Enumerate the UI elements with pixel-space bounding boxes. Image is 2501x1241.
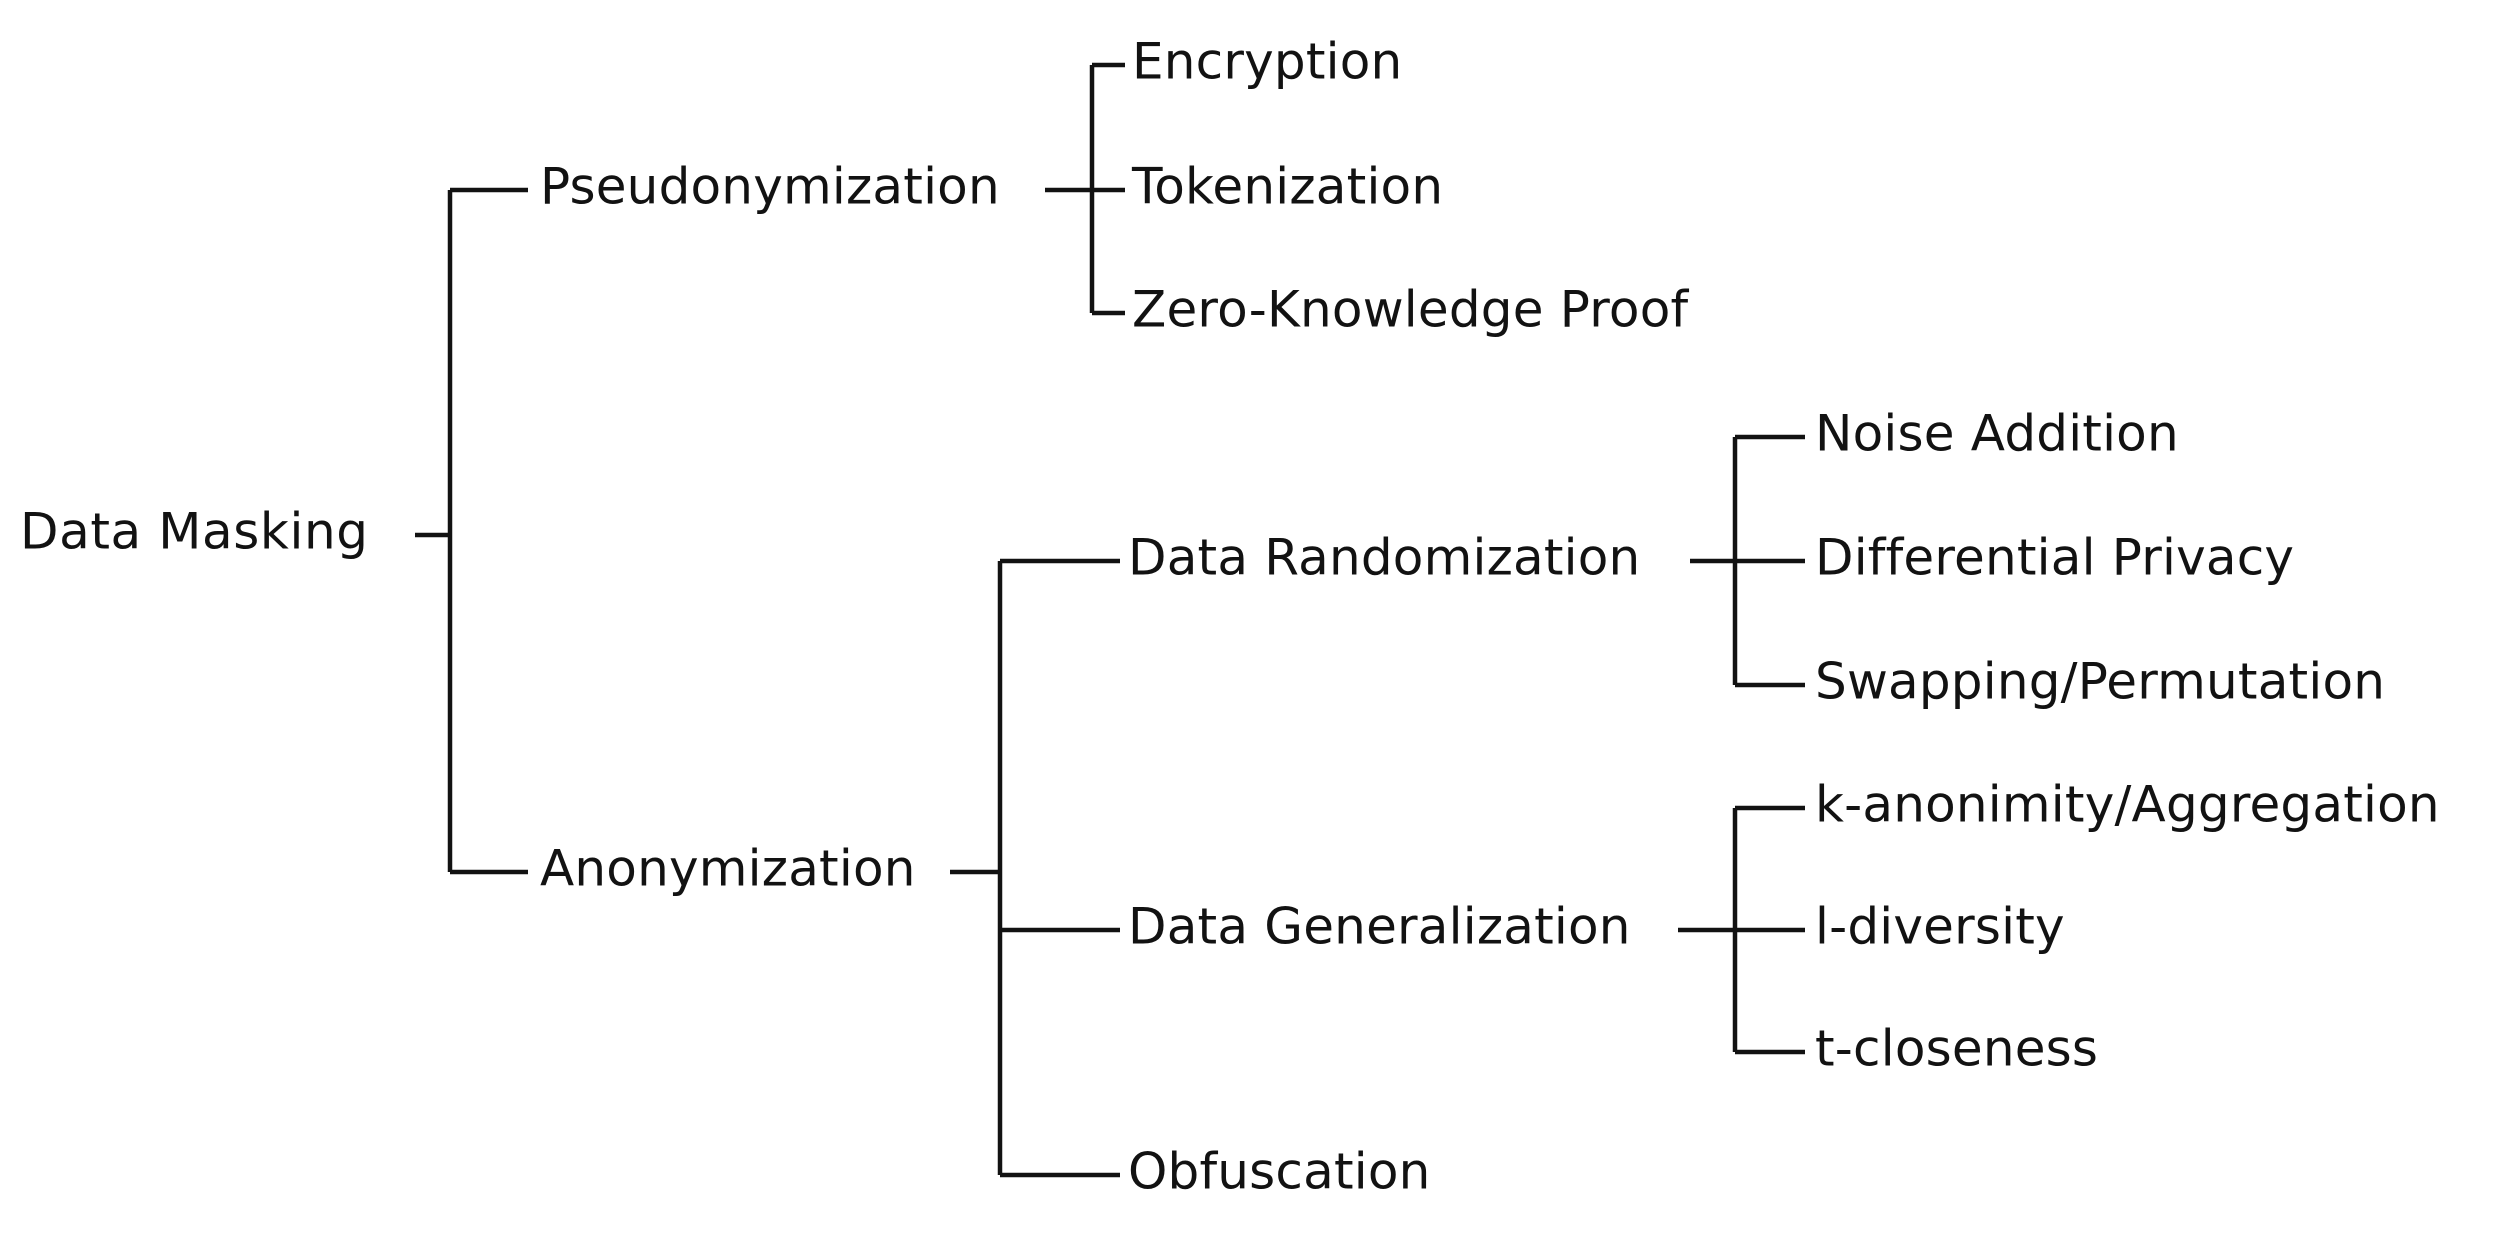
node-label-swapping-permutation: Swapping/Permutation [1815,653,2385,711]
node-label-differential-privacy: Differential Privacy [1815,529,2294,587]
node-label-data-randomization: Data Randomization [1128,529,1640,587]
node-label-data-masking: Data Masking [20,503,369,561]
node-label-encryption: Encryption [1132,33,1402,91]
node-label-zero-knowledge-proof: Zero-Knowledge Proof [1132,281,1689,339]
node-label-pseudonymization: Pseudonymization [540,158,1000,216]
node-label-k-anonimity-aggregation: k-anonimity/Aggregation [1815,776,2440,834]
node-label-tokenization: Tokenization [1131,158,1443,216]
node-label-data-generalization: Data Generalization [1128,898,1631,956]
node-label-noise-addition: Noise Addition [1815,405,2179,463]
node-label-t-closeness: t-closeness [1815,1020,2098,1078]
node-label-obfuscation: Obfuscation [1128,1143,1431,1201]
node-label-l-diversity: l-diversity [1815,898,2065,956]
node-label-anonymization: Anonymization [540,840,916,898]
